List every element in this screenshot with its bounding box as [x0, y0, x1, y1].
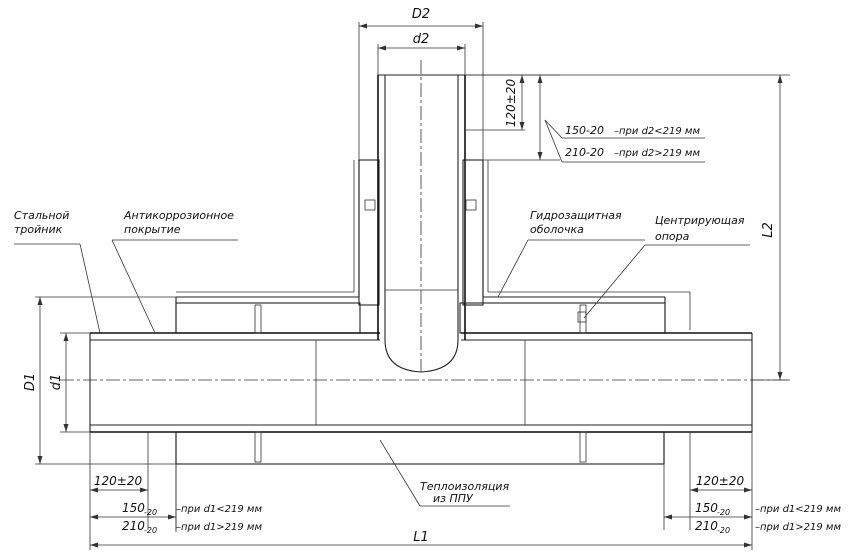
label-insulation-line2: из ППУ [433, 492, 474, 505]
tol-left-150: -20 [144, 508, 157, 517]
label-anticorrosion-line2: покрытие [124, 223, 181, 236]
hydro-shell [175, 160, 691, 465]
dim-right-offset: 120±20 [696, 474, 745, 488]
dim-branch-150: 150-20 [565, 124, 604, 137]
dim-d1: d1 [49, 374, 64, 391]
dim-D2: D2 [412, 7, 430, 22]
note-d1-lt-left: –при d1<219 мм [176, 504, 262, 515]
label-insulation-line1: Теплоизоляция [420, 480, 509, 493]
label-hydro-shell-line2: оболочка [530, 223, 584, 236]
dim-branch-offset: 120±20 [504, 79, 518, 128]
label-centering-line2: опора [655, 230, 690, 243]
bottom-dimensions [89, 432, 753, 550]
note-d1-gt-right: –при d1>219 мм [755, 522, 841, 533]
left-dimensions [35, 296, 176, 465]
L2-dimension [60, 74, 790, 381]
label-steel-tee-line1: Стальной [14, 209, 69, 222]
dim-left-150: 150 [122, 501, 145, 515]
label-anticorrosion-line1: Антикоррозионное [123, 209, 234, 222]
dim-left-210: 210 [122, 519, 145, 533]
note-d2-lt: –при d2<219 мм [614, 126, 700, 137]
note-d2-gt: –при d2>219 мм [614, 148, 700, 159]
dim-right-150: 150 [695, 501, 718, 515]
dim-left-offset: 120±20 [94, 474, 143, 488]
label-centering-line1: Центрирующая [655, 214, 745, 227]
tol-left-210: -20 [144, 526, 157, 535]
note-d1-gt-left: –при d1>219 мм [176, 522, 262, 533]
note-d1-lt-right: –при d1<219 мм [755, 504, 841, 515]
dim-d2: d2 [413, 32, 430, 47]
dim-L2: L2 [761, 222, 776, 238]
tol-right-150: -20 [717, 508, 730, 517]
dim-L1: L1 [413, 530, 429, 545]
label-steel-tee-line2: тройник [14, 223, 63, 236]
dim-D1: D1 [23, 373, 38, 391]
leader-lines [14, 239, 750, 507]
label-hydro-shell-line1: Гидрозащитная [530, 209, 622, 222]
top-dimensions [358, 22, 484, 372]
insulation-foam [175, 159, 666, 465]
tol-right-210: -20 [717, 526, 730, 535]
dim-right-210: 210 [695, 519, 718, 533]
dim-branch-210: 210-20 [565, 146, 604, 159]
